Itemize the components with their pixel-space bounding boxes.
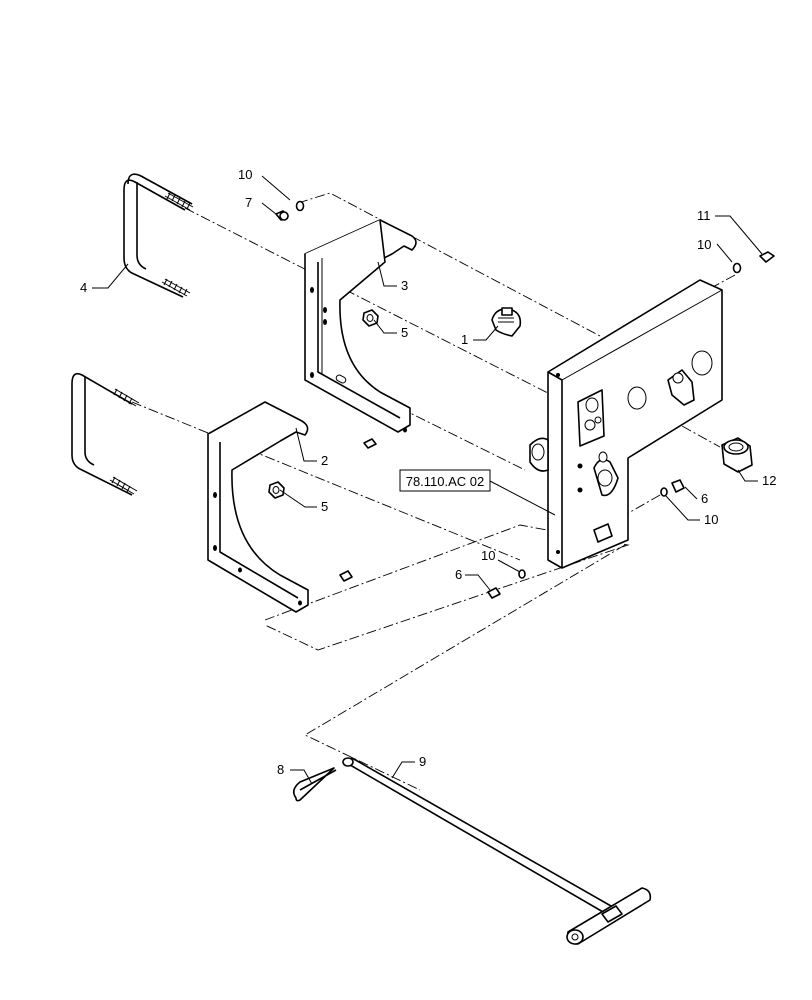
thread-upper-a [164,192,194,211]
mounting-panel [529,279,723,569]
callout-5-upper: 5 [401,325,408,340]
callout-10-top: 10 [238,167,252,182]
washer-10-right [732,262,742,274]
thread-lower-b [109,476,138,495]
bolt-6-lower [487,587,501,599]
bolt-bracket-upper [363,438,377,449]
callout-8: 8 [277,762,284,777]
bolt-11 [759,251,775,263]
callout-10-lower: 10 [481,548,495,563]
bracket-lower [207,401,309,613]
screw-7 [275,210,289,221]
u-bolt-lower [71,372,140,496]
bracket-upper [304,219,417,433]
callout-7: 7 [245,195,252,210]
u-bolt-upper [123,173,194,298]
callouts: 10 7 4 3 5 1 11 10 2 5 12 6 10 10 6 8 9 [80,167,776,777]
callout-5-lower: 5 [321,499,328,514]
thread-lower-a [111,388,140,407]
callout-11: 11 [697,208,711,223]
nut-lower [268,481,285,499]
callout-6-lower: 6 [455,567,462,582]
reference-label: 78.110.AC 02 [406,474,485,489]
callout-10-mid: 10 [704,512,718,527]
callout-9: 9 [419,754,426,769]
washer-10-top [295,200,305,212]
hose-clamp [491,307,522,337]
callout-2: 2 [321,453,328,468]
phantom-lines [131,192,736,791]
callout-1: 1 [461,332,468,347]
callout-6-right: 6 [701,491,708,506]
washer-10-right-lower [660,487,668,497]
callout-3: 3 [401,278,408,293]
nut-upper [362,309,379,327]
leader-lines [92,175,763,785]
plug-12 [721,437,753,473]
bolt-6-right [671,479,685,493]
callout-10-right: 10 [697,237,711,252]
bolt-bracket-lower [339,570,353,582]
thread-upper-b [161,278,191,297]
hitch-pin-clip-8 [292,767,337,802]
callout-12: 12 [762,473,776,488]
reference-box[interactable]: 78.110.AC 02 [399,469,491,492]
callout-4: 4 [80,280,87,295]
washer-10-lower [518,569,526,579]
t-handle-9 [342,757,652,945]
